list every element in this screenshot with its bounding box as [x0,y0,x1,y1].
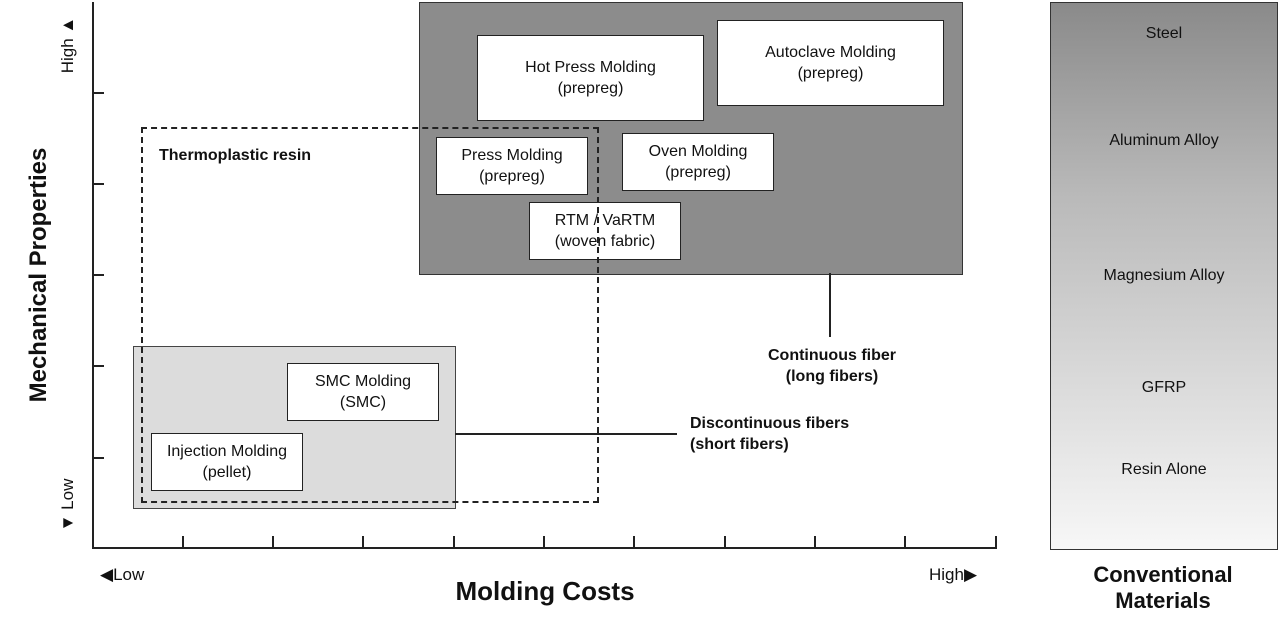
material-steel: Steel [1145,25,1183,42]
method-name: SMC Molding [314,373,412,390]
y-axis-high: High ▲ [55,10,81,80]
x-axis-tick [362,536,364,549]
x-axis-high: High▶ [929,565,977,585]
y-axis-tick [92,274,104,276]
method-name: Autoclave Molding [765,44,896,61]
discontinuous-fiber-callout: Discontinuous fibers (short fibers) [690,413,849,455]
method-box-smc: SMC Molding (SMC) [287,363,439,421]
x-axis-low: ◀Low [100,565,144,585]
triangle-right-icon: ▲ [58,16,77,34]
material-magnesium-alloy: Magnesium Alloy [1103,267,1225,284]
y-axis-tick [92,92,104,94]
y-axis-title-wrap: Mechanical Properties [24,100,54,450]
continuous-callout-line [829,273,831,337]
method-box-autoclave: Autoclave Molding (prepreg) [717,20,944,106]
materials-title-line1: Conventional [1093,562,1233,587]
material-gfrp: GFRP [1141,379,1187,396]
discontinuous-callout-line [455,433,677,435]
x-axis-title: Molding Costs [455,576,635,606]
method-material: (pellet) [202,464,252,481]
x-axis-tick [543,536,545,549]
conventional-materials-panel: Steel Aluminum Alloy Magnesium Alloy GFR… [1050,2,1278,550]
method-box-press: Press Molding (prepreg) [436,137,588,195]
y-axis-low-label: Low [58,478,77,510]
continuous-callout-line2: (long fibers) [785,368,879,385]
discontinuous-callout-line2: (short fibers) [690,436,789,453]
x-axis-tick [633,536,635,549]
continuous-callout-line1: Continuous fiber [768,347,896,364]
x-axis-tick [182,536,184,549]
method-name: Oven Molding [648,143,748,160]
method-material: (prepreg) [797,65,864,82]
triangle-right-icon: ▶ [963,565,978,584]
method-box-rtm: RTM / VaRTM (woven fabric) [529,202,681,260]
y-axis-high-label: High [58,38,77,74]
material-resin-alone: Resin Alone [1121,461,1207,478]
triangle-left-icon: ▼ [58,514,77,532]
materials-title-line2: Materials [1115,588,1211,613]
method-material: (SMC) [339,394,387,411]
discontinuous-callout-line1: Discontinuous fibers [690,415,850,432]
method-material: (prepreg) [479,168,545,185]
x-axis-tick [724,536,726,549]
x-axis-tick [904,536,906,549]
method-name: Hot Press Molding [525,59,656,76]
thermoplastic-label: Thermoplastic resin [159,147,312,164]
method-material: (prepreg) [665,164,731,181]
x-axis-tick [453,536,455,549]
thermoplastic-resin-region [141,127,599,503]
method-box-injection: Injection Molding (pellet) [151,433,303,491]
method-name: Press Molding [461,147,563,164]
y-axis-tick [92,365,104,367]
y-axis-tick [92,183,104,185]
method-name: Injection Molding [166,443,288,460]
y-axis-low: ▼ Low [55,470,81,540]
y-axis-title: Mechanical Properties [25,147,52,403]
x-axis-tick [272,536,274,549]
triangle-left-icon: ◀ [100,565,114,584]
method-box-oven: Oven Molding (prepreg) [622,133,774,191]
method-name: RTM / VaRTM [554,212,656,229]
material-aluminum-alloy: Aluminum Alloy [1109,132,1219,149]
continuous-fiber-callout: Continuous fiber (long fibers) [732,345,932,387]
x-axis-low-label: Low [113,565,145,584]
x-axis-tick [995,536,997,549]
x-axis-high-label: High [929,565,964,584]
x-axis-tick [814,536,816,549]
method-material: (prepreg) [557,80,624,97]
materials-title: Conventional Materials [1050,562,1276,614]
y-axis-tick [92,457,104,459]
method-material: (woven fabric) [554,233,656,250]
method-box-hot-press: Hot Press Molding (prepreg) [477,35,704,121]
